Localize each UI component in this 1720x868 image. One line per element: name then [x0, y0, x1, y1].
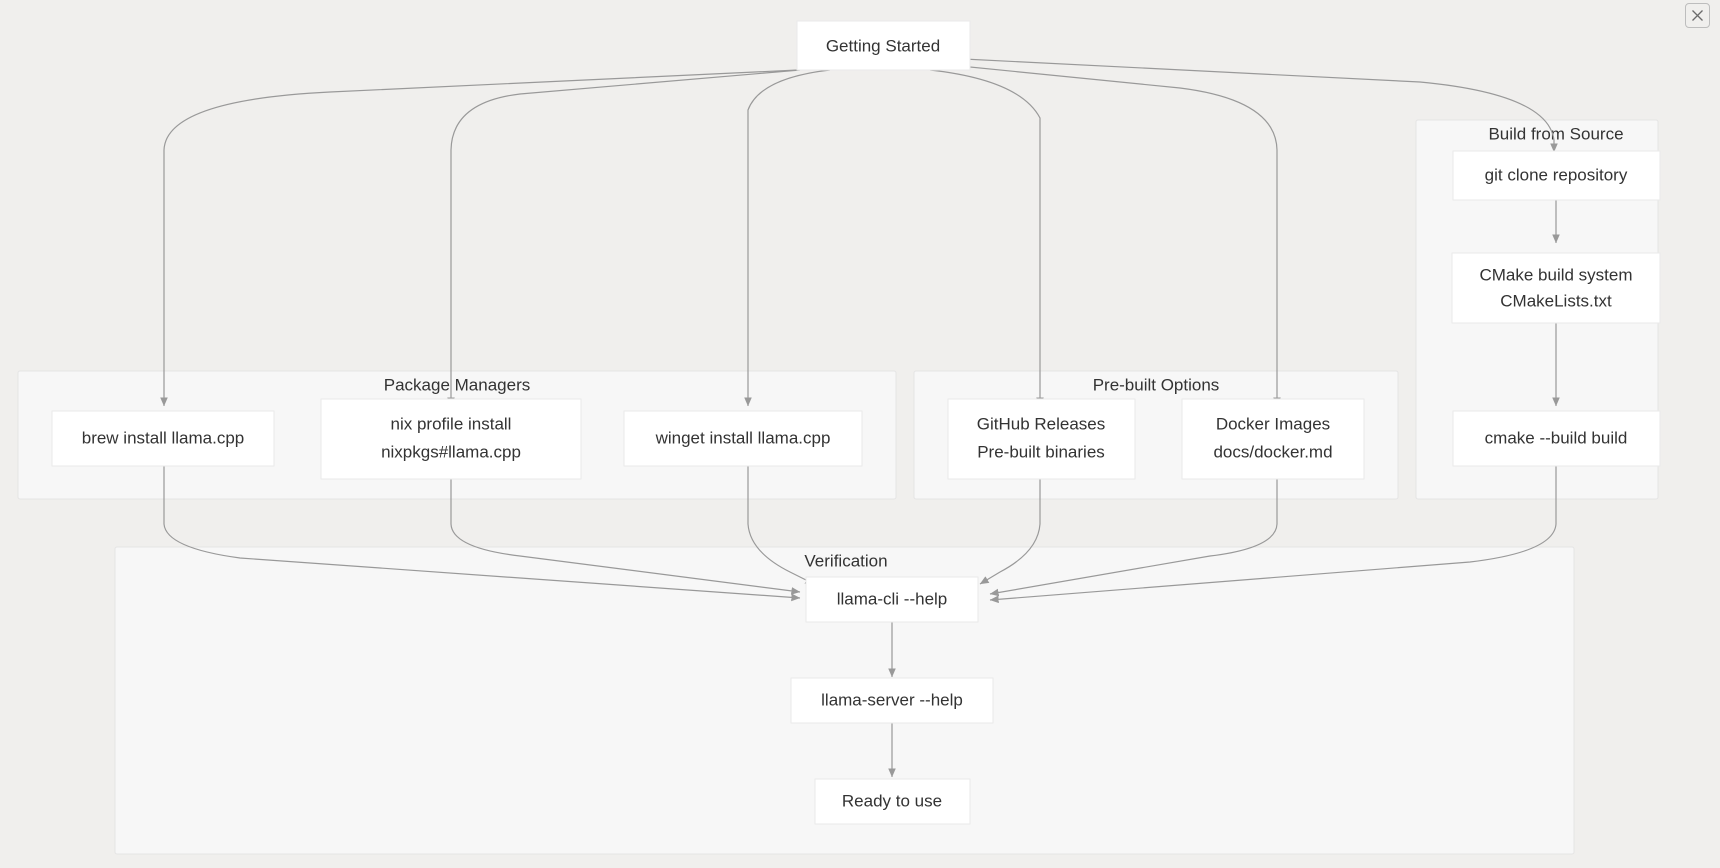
node-ready-to-use-label: Ready to use	[842, 791, 942, 810]
node-getting-started-box[interactable]	[796, 20, 971, 71]
edge-winget-to-cli	[747, 466, 815, 585]
node-brew-box[interactable]	[51, 410, 275, 467]
node-docker-images-label-line1: Docker Images	[1216, 414, 1330, 433]
node-github-releases-label-line1: GitHub Releases	[977, 414, 1106, 433]
subgraph-build-from-source-title: Build from Source	[1488, 124, 1623, 143]
node-cmake-build-system-label-line2: CMakeLists.txt	[1500, 291, 1612, 310]
edge-docker-to-cli	[989, 466, 1278, 597]
edge-brew-to-cli	[163, 466, 801, 602]
node-winget-box[interactable]	[623, 410, 863, 467]
edge-start-to-winget	[744, 69, 831, 407]
node-git-clone-label: git clone repository	[1485, 165, 1628, 184]
edge-nix-to-cli	[450, 466, 801, 595]
edge-github-to-cli	[979, 466, 1041, 585]
node-llama-server[interactable]: llama-server --help	[790, 677, 994, 724]
node-nix-box[interactable]	[320, 398, 582, 480]
node-ready-to-use[interactable]: Ready to use	[814, 778, 971, 825]
node-ready-to-use-box[interactable]	[814, 778, 971, 825]
node-getting-started[interactable]: Getting Started	[796, 20, 971, 71]
edge-cmakerun-to-cli	[989, 466, 1557, 604]
node-nix-label-line1: nix profile install	[391, 414, 512, 433]
node-brew-label: brew install llama.cpp	[82, 428, 245, 447]
node-git-clone-box[interactable]	[1452, 150, 1661, 201]
node-llama-cli[interactable]: llama-cli --help	[805, 576, 979, 623]
close-button[interactable]	[1685, 3, 1710, 28]
edge-start-to-brew	[160, 69, 799, 407]
node-github-releases-box[interactable]	[947, 398, 1136, 480]
node-cmake-build-system-label-line1: CMake build system	[1479, 265, 1632, 284]
node-docker-images-label-line2: docs/docker.md	[1213, 442, 1332, 461]
subgraph-verification-title: Verification	[804, 551, 887, 570]
edge-start-to-docker	[939, 63, 1281, 407]
node-nix-label-line2: nixpkgs#llama.cpp	[381, 442, 521, 461]
close-icon	[1692, 10, 1703, 21]
subgraph-prebuilt-options-title: Pre-built Options	[1093, 375, 1220, 394]
node-winget-label: winget install llama.cpp	[655, 428, 831, 447]
edge-start-to-gitclone	[943, 57, 1558, 153]
node-llama-cli-label: llama-cli --help	[837, 589, 948, 608]
node-git-clone[interactable]: git clone repository	[1452, 150, 1661, 201]
node-winget[interactable]: winget install llama.cpp	[623, 410, 863, 467]
node-github-releases-label-line2: Pre-built binaries	[977, 442, 1105, 461]
node-llama-server-label: llama-server --help	[821, 690, 963, 709]
node-github-releases[interactable]: GitHub Releases Pre-built binaries	[947, 398, 1136, 480]
node-cmake-build-run-label: cmake --build build	[1485, 428, 1628, 447]
node-docker-images[interactable]: Docker Images docs/docker.md	[1181, 398, 1365, 480]
node-cmake-build-system[interactable]: CMake build system CMakeLists.txt	[1451, 252, 1661, 324]
node-brew[interactable]: brew install llama.cpp	[51, 410, 275, 467]
edge-start-to-nix	[447, 69, 801, 407]
node-getting-started-label: Getting Started	[826, 36, 940, 55]
node-llama-server-box[interactable]	[790, 677, 994, 724]
node-cmake-build-system-box[interactable]	[1451, 252, 1661, 324]
node-cmake-build-run-box[interactable]	[1452, 410, 1661, 467]
node-docker-images-box[interactable]	[1181, 398, 1365, 480]
subgraph-package-managers-title: Package Managers	[384, 375, 530, 394]
node-cmake-build-run[interactable]: cmake --build build	[1452, 410, 1661, 467]
node-llama-cli-box[interactable]	[805, 576, 979, 623]
edge-start-to-github	[929, 69, 1044, 407]
node-nix[interactable]: nix profile install nixpkgs#llama.cpp	[320, 398, 582, 480]
